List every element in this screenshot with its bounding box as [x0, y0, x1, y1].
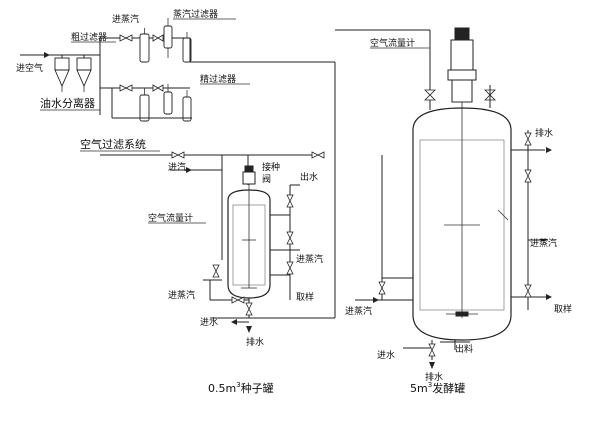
- seed-tank-valves: [212, 194, 294, 316]
- fine-filter-lower: [182, 90, 192, 122]
- seed-tank: [203, 154, 300, 333]
- label-inoculation-valve-2: 阀: [262, 174, 271, 185]
- label-fine-filter: 精过滤器: [200, 73, 236, 85]
- coarse-filter-upper: [139, 28, 150, 63]
- label-water-in-ferm: 进水: [377, 349, 395, 361]
- valve-air-system-2: [311, 151, 325, 159]
- label-steam-in-seed-left: 进蒸汽: [168, 289, 195, 301]
- label-steam-filter: 蒸汽过滤器: [173, 8, 218, 20]
- label-water-in-seed: 进水: [200, 316, 218, 328]
- label-steam-in-ferm-right: 进蒸汽: [530, 237, 557, 249]
- steam-filter-upper: [163, 18, 173, 58]
- ferm-motor: [450, 39, 474, 71]
- oil-water-separator-2: [76, 57, 92, 92]
- valve-lower-1: [119, 84, 133, 92]
- air-inlet-arrow: [44, 52, 50, 58]
- label-steam-in-top: 进蒸汽: [112, 13, 139, 25]
- label-oil-water-separator: 油水分离器: [40, 96, 95, 110]
- label-sampling-seed: 取样: [296, 291, 314, 303]
- label-air-in: 进空气: [16, 62, 43, 74]
- label-flowmeter-top: 空气流量计: [370, 37, 415, 49]
- label-steam-in-seed-right: 进蒸汽: [296, 253, 323, 265]
- valve-upper-2: [152, 34, 164, 42]
- label-drain-top-right: 排水: [535, 127, 553, 139]
- steam-filter-lower: [163, 84, 173, 115]
- oil-water-separator-1: [54, 57, 70, 92]
- label-steam-in-ferm-left: 进蒸汽: [345, 305, 372, 317]
- seed-tank-caption: 0.5m3种子罐: [208, 381, 274, 395]
- valve-lower-2: [152, 84, 164, 92]
- valve-upper-1: [119, 34, 133, 42]
- coarse-filter-lower: [139, 88, 150, 122]
- label-drain-ferm: 排水: [425, 371, 443, 383]
- seed-motor: [242, 171, 256, 185]
- label-flowmeter-seed: 空气流量计: [148, 212, 193, 224]
- label-water-out-seed: 出水: [300, 171, 318, 183]
- valve-air-system: [171, 151, 185, 159]
- ferm-tank-valves: [378, 89, 532, 357]
- label-steam-in-left: 进汽: [168, 161, 186, 173]
- fine-filter-upper: [182, 32, 192, 63]
- label-air-filter-system: 空气过滤系统: [80, 137, 146, 151]
- fermentation-tank: [335, 27, 548, 369]
- label-drain-seed: 排水: [246, 336, 264, 348]
- label-inoculation-valve-1: 接种: [262, 161, 280, 173]
- label-coarse-filter: 粗过滤器: [71, 31, 107, 43]
- label-sampling-ferm: 取样: [554, 303, 572, 315]
- ferm-tank-caption: 5m3发酵罐: [410, 381, 465, 395]
- label-discharge: 出料: [455, 343, 473, 355]
